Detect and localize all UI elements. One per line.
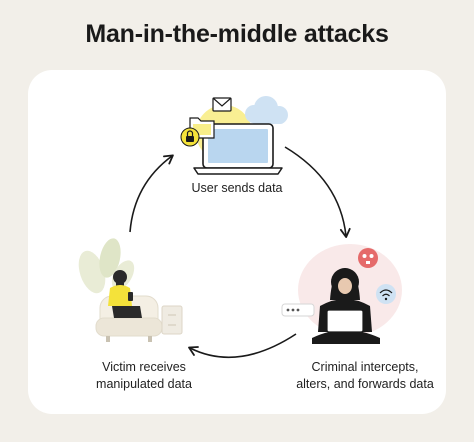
wifi-icon	[376, 284, 396, 304]
criminal-illustration	[281, 244, 402, 344]
victim-illustration	[78, 238, 183, 342]
laptop-icon	[193, 123, 283, 175]
password-field-decoration	[281, 303, 315, 317]
arrow-user-to-criminal	[284, 146, 351, 239]
page-title: Man-in-the-middle attacks	[85, 20, 389, 48]
user-illustration	[180, 96, 288, 175]
step-caption-user-sends-data: User sends data	[191, 181, 283, 195]
arrow-victim-to-user	[129, 154, 174, 233]
envelope-icon	[212, 97, 232, 112]
victim-person-icon	[108, 270, 142, 318]
step-caption-criminal-intercepts: Criminal intercepts, alters, and forward…	[296, 360, 434, 391]
step-caption-victim-receives: Victim receives manipulated data	[96, 360, 192, 391]
skull-icon	[358, 248, 378, 268]
cloud-icon	[245, 96, 288, 124]
lock-icon	[180, 127, 200, 147]
hacker-icon	[312, 268, 380, 344]
side-table-icon	[161, 305, 183, 335]
arrow-criminal-to-victim	[188, 333, 297, 359]
